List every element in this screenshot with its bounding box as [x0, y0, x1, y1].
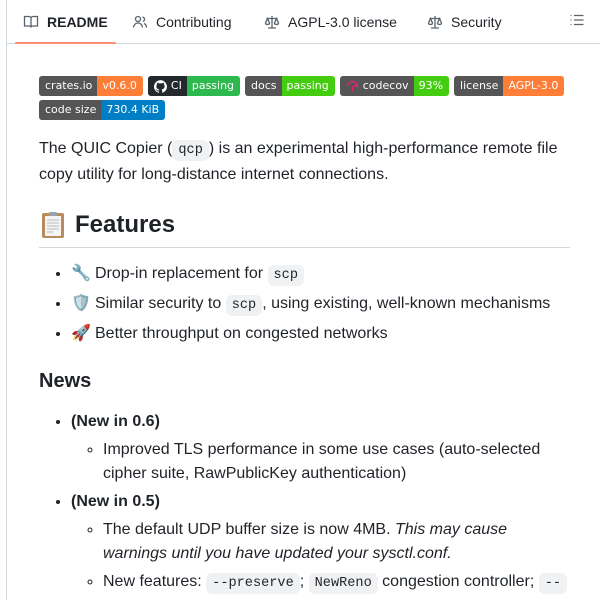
intro-text: The QUIC Copier ( — [39, 140, 173, 157]
badge-label: docs — [245, 76, 282, 96]
item-text: The default UDP buffer size is now 4MB. — [103, 521, 395, 538]
news-sublist: The default UDP buffer size is now 4MB. … — [71, 518, 570, 596]
list-item: New features: --preserve; NewReno conges… — [103, 570, 570, 596]
list-item: 🚀Better throughput on congested networks — [71, 322, 570, 346]
table-of-contents-button[interactable] — [569, 12, 585, 28]
code-size-badge[interactable]: code size 730.4 KiB — [39, 100, 166, 120]
badge-value: v0.6.0 — [97, 76, 143, 96]
readme-content: crates.io v0.6.0 CI passing docs passing… — [39, 76, 570, 600]
item-text: New features: — [103, 573, 207, 590]
badge-label-wrap: CI — [147, 76, 187, 96]
badge-value: 93% — [413, 76, 450, 96]
item-text: congestion controller; — [377, 573, 539, 590]
tab-security[interactable]: Security — [427, 0, 502, 43]
rocket-icon: 🚀 — [71, 325, 91, 342]
inline-code: --preserve — [206, 573, 300, 594]
features-list: 🔧Drop-in replacement for scp 🛡️Similar s… — [39, 262, 570, 346]
intro-text: ) is an experimental high-performance re… — [39, 140, 558, 183]
tab-contributing[interactable]: Contributing — [132, 0, 232, 43]
inline-code: scp — [267, 265, 304, 286]
list-item: (New in 0.6) Improved TLS performance in… — [71, 410, 570, 486]
version-title: (New in 0.6) — [71, 413, 160, 430]
book-icon — [23, 15, 39, 28]
list-item: Improved TLS performance in some use cas… — [103, 438, 570, 486]
wrench-icon: 🔧 — [71, 265, 91, 282]
tab-security-label: Security — [451, 13, 502, 30]
item-text: ; — [299, 573, 309, 590]
badge-value: passing — [186, 76, 241, 96]
tab-contributing-label: Contributing — [156, 13, 232, 30]
ci-badge[interactable]: CI passing — [147, 76, 241, 96]
inline-code: scp — [225, 295, 263, 316]
crates-io-badge[interactable]: crates.io v0.6.0 — [39, 76, 143, 96]
news-list: (New in 0.6) Improved TLS performance in… — [39, 410, 570, 596]
badge-label: crates.io — [39, 76, 98, 96]
badge-label: code size — [39, 100, 102, 120]
version-title: (New in 0.5) — [71, 493, 160, 510]
badge-value: 730.4 KiB — [101, 100, 166, 120]
item-italic-text: This may cause warnings until you have u… — [103, 521, 508, 562]
inline-code: NewReno — [308, 573, 378, 594]
inline-code: qcp — [172, 140, 209, 161]
list-item: 🛡️Similar security to scp, using existin… — [71, 292, 570, 318]
readme-tab-bar: README Contributing AGPL-3.0 license Sec… — [7, 0, 600, 44]
features-heading-text: Features — [75, 211, 176, 238]
badge-label-wrap: codecov — [339, 76, 414, 96]
license-badge[interactable]: license AGPL-3.0 — [454, 76, 565, 96]
item-text: Drop-in replacement for — [95, 265, 268, 282]
tab-readme-label: README — [47, 13, 108, 30]
badge-label: license — [454, 76, 504, 96]
tab-license[interactable]: AGPL-3.0 license — [264, 0, 397, 43]
clipboard-icon — [39, 211, 67, 239]
badge-value: AGPL-3.0 — [503, 76, 565, 96]
features-heading: Features — [39, 210, 570, 248]
news-sublist: Improved TLS performance in some use cas… — [71, 438, 570, 486]
badge-label: CI — [170, 79, 182, 92]
badge-value: passing — [281, 76, 335, 96]
codecov-badge[interactable]: codecov 93% — [339, 76, 450, 96]
docs-badge[interactable]: docs passing — [245, 76, 335, 96]
tab-readme[interactable]: README — [15, 0, 116, 44]
list-item: (New in 0.5) The default UDP buffer size… — [71, 490, 570, 596]
shield-icon: 🛡️ — [71, 295, 91, 312]
list-item: 🔧Drop-in replacement for scp — [71, 262, 570, 288]
law-icon — [264, 15, 280, 29]
inline-code: -- — [538, 573, 568, 594]
item-text: , using existing, well-known mechanisms — [262, 295, 551, 312]
law-icon — [427, 15, 443, 29]
intro-paragraph: The QUIC Copier (qcp) is an experimental… — [39, 137, 570, 187]
list-icon — [570, 14, 584, 26]
badge-row: crates.io v0.6.0 CI passing docs passing… — [39, 76, 569, 120]
github-icon — [153, 79, 167, 93]
item-text: Similar security to — [95, 295, 226, 312]
codecov-icon — [346, 80, 358, 91]
people-icon — [132, 15, 148, 28]
list-item: The default UDP buffer size is now 4MB. … — [103, 518, 570, 566]
badge-label: codecov — [362, 79, 409, 92]
tab-license-label: AGPL-3.0 license — [288, 13, 397, 30]
news-heading: News — [39, 370, 92, 392]
readme-panel: README Contributing AGPL-3.0 license Sec… — [6, 0, 600, 600]
item-text: Better throughput on congested networks — [95, 325, 388, 342]
